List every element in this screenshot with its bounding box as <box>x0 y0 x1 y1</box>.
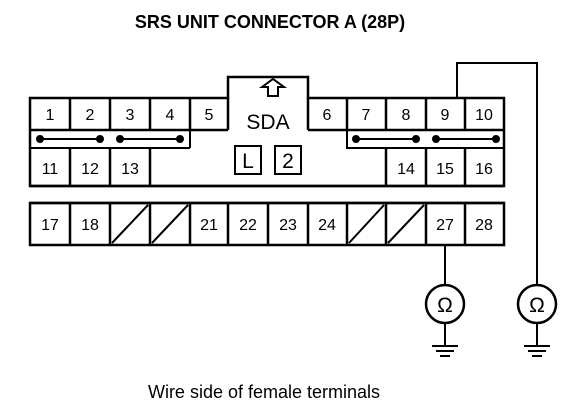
second-row-grid <box>68 148 467 186</box>
pin-24: 24 <box>318 217 336 234</box>
pin-6: 6 <box>323 107 332 124</box>
diagram-caption: Wire side of female terminals <box>148 382 380 402</box>
pin-12: 12 <box>81 161 99 178</box>
pin-13: 13 <box>121 161 139 178</box>
pin-16: 16 <box>475 161 493 178</box>
ground-icon <box>524 323 550 357</box>
pin-28: 28 <box>475 217 493 234</box>
diagram-title: SRS UNIT CONNECTOR A (28P) <box>135 12 405 32</box>
pin-27: 27 <box>436 217 454 234</box>
key-box-left <box>234 145 262 175</box>
pin-1: 1 <box>46 107 55 124</box>
pin-18: 18 <box>81 217 99 234</box>
ohmmeter-right: Ω <box>516 283 558 357</box>
ohm-symbol-left: Ω <box>437 294 453 317</box>
probe-wires <box>444 62 538 285</box>
empty-cavity-marks <box>111 204 425 244</box>
pin-7: 7 <box>362 107 371 124</box>
ohmmeter-left: Ω <box>424 283 466 357</box>
pin-5: 5 <box>205 107 214 124</box>
pin-23: 23 <box>279 217 297 234</box>
pin-4: 4 <box>166 107 175 124</box>
up-arrow-icon <box>258 77 288 97</box>
key-left-label: L <box>242 150 254 173</box>
top-row-grid <box>30 98 504 132</box>
bottom-row-grid <box>68 203 467 245</box>
pin-15: 15 <box>436 161 454 178</box>
connector-label: SDA <box>246 111 289 134</box>
shorting-bars <box>36 135 500 143</box>
pin-3: 3 <box>126 107 135 124</box>
pin-11: 11 <box>42 161 59 178</box>
key-right-label: 2 <box>282 150 294 173</box>
pin-14: 14 <box>397 161 415 178</box>
pin-8: 8 <box>402 107 411 124</box>
pin-21: 21 <box>200 217 218 234</box>
key-box-right <box>274 145 302 175</box>
pin-2: 2 <box>86 107 95 124</box>
ground-icon <box>432 323 458 357</box>
ohm-symbol-right: Ω <box>529 294 545 317</box>
pin-22: 22 <box>239 217 257 234</box>
pin-10: 10 <box>475 107 493 124</box>
pin-17: 17 <box>41 217 59 234</box>
pin-9: 9 <box>441 107 450 124</box>
